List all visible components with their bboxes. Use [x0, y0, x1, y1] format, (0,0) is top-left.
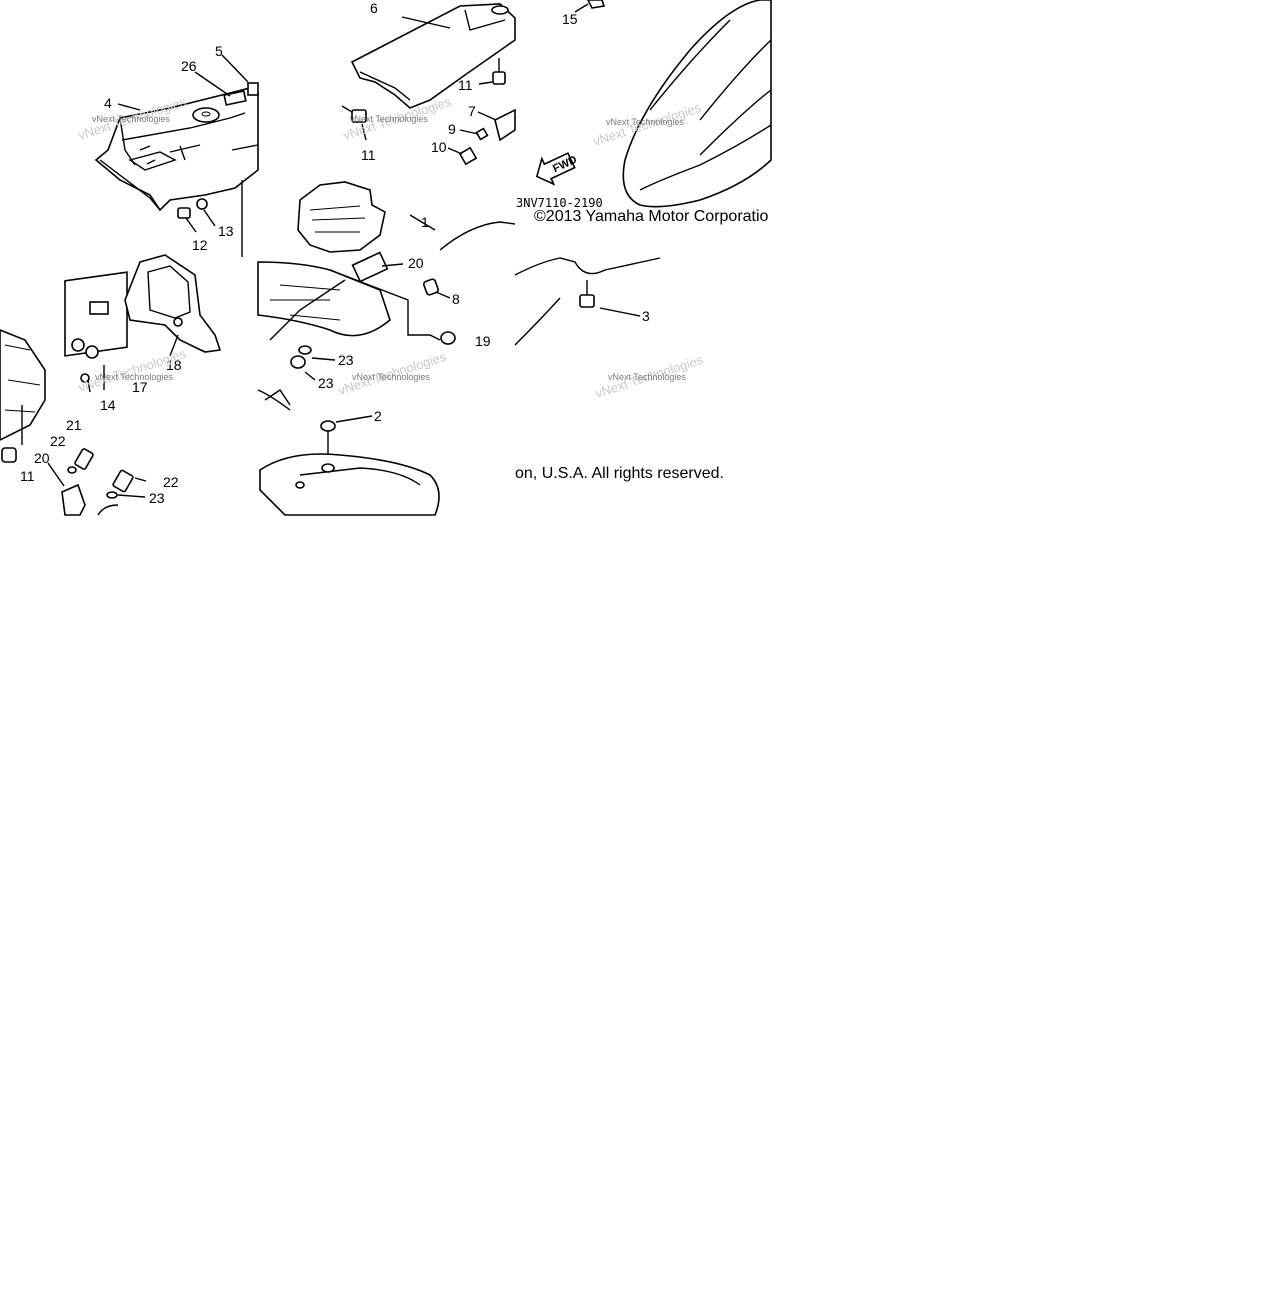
nut-24 — [290, 355, 306, 369]
inner-fender-6 — [350, 3, 516, 109]
callout-25: 23 — [338, 352, 354, 368]
connector-12 — [1, 447, 17, 463]
callout-labels: 4 5 26 12 13 6 11 11 7 9 10 1 15 20 8 19… — [20, 0, 650, 506]
grommet-2 — [320, 420, 336, 432]
light-lens — [89, 301, 109, 315]
callout-15: 14 — [100, 397, 116, 413]
bolt-22b — [112, 469, 134, 493]
clip-20 — [351, 251, 389, 283]
washer-14 — [196, 198, 208, 210]
clip-part — [247, 82, 259, 96]
tile-top-right: FWD — [535, 0, 772, 208]
callout-14: 13 — [218, 223, 234, 239]
bolt-13 — [177, 207, 191, 219]
callout-11-right: 11 — [458, 77, 473, 93]
callout-18: 18 — [166, 357, 182, 373]
collar-9 — [475, 127, 489, 141]
tile-bottom-left — [0, 254, 222, 516]
tile-top-left — [94, 54, 259, 257]
tile-bottom-middle — [257, 251, 456, 516]
mud-flap — [297, 181, 386, 253]
tile-bottom-right — [514, 257, 661, 346]
callout-26: 26 — [181, 58, 197, 74]
washer-23b — [106, 491, 118, 499]
bolt-22a — [74, 448, 94, 470]
screw-3 — [579, 294, 595, 308]
copyright-right: on, U.S.A. All rights reserved. — [515, 465, 724, 482]
part-code: 3NV7110-2190 — [516, 196, 603, 210]
screw-11-right — [492, 71, 506, 85]
copyright-left: ©2013 Yamaha Motor Corporatio — [534, 208, 769, 225]
nut-10 — [458, 146, 478, 166]
screw-8 — [423, 278, 439, 296]
cap-part — [192, 107, 220, 123]
washer-23a — [67, 466, 77, 474]
front-fender-1 — [622, 0, 772, 208]
bracket-7 — [494, 108, 516, 142]
callout-21: 20 — [34, 450, 50, 466]
callout-10: 10 — [431, 139, 447, 155]
watermark-1: vNext Technologies — [92, 114, 170, 124]
callout-12: 11 — [20, 468, 35, 484]
screw-11-left — [351, 109, 367, 123]
watermark-6: vNext Technologies — [608, 372, 686, 382]
label-plate — [223, 90, 247, 106]
bracket-18 — [124, 254, 222, 353]
callout-20: 20 — [408, 255, 424, 271]
washer-25 — [298, 345, 312, 355]
callout-2: 2 — [374, 408, 382, 424]
callout-8: 8 — [452, 291, 460, 307]
callout-6: 6 — [370, 0, 378, 16]
callout-22a: 21 — [66, 417, 82, 433]
callout-13: 12 — [192, 237, 208, 253]
tile-top-middle — [297, 3, 516, 253]
watermark-2: vNext Technologies — [350, 114, 428, 124]
plate-21 — [61, 483, 86, 516]
callout-23a: 22 — [50, 433, 66, 449]
callout-23b: 23 — [149, 490, 165, 506]
watermark-3: vNext Technologies — [606, 117, 684, 127]
callout-3: 3 — [642, 308, 650, 324]
callout-1: 1 — [421, 214, 429, 230]
callout-4: 4 — [104, 95, 112, 111]
callout-11-left: 11 — [361, 147, 376, 163]
fender-lower — [259, 453, 440, 516]
callout-9: 9 — [448, 121, 456, 137]
rear-fender-2 — [257, 261, 391, 337]
callout-7: 7 — [468, 103, 476, 119]
watermark-4: vNext Technologies — [95, 372, 173, 382]
rivet-19 — [440, 331, 456, 345]
tail-light-housing — [0, 329, 46, 441]
fender-edge — [514, 257, 661, 276]
callout-19: 19 — [475, 333, 491, 349]
forward-arrow-icon: FWD — [535, 152, 579, 186]
callout-16: 15 — [562, 11, 578, 27]
watermark-5: vNext Technologies — [352, 372, 430, 382]
callout-17: 17 — [132, 379, 148, 395]
nut-15 — [80, 373, 90, 383]
callout-24: 23 — [318, 375, 334, 391]
callout-22b: 22 — [163, 474, 179, 490]
callout-5: 5 — [215, 43, 223, 59]
